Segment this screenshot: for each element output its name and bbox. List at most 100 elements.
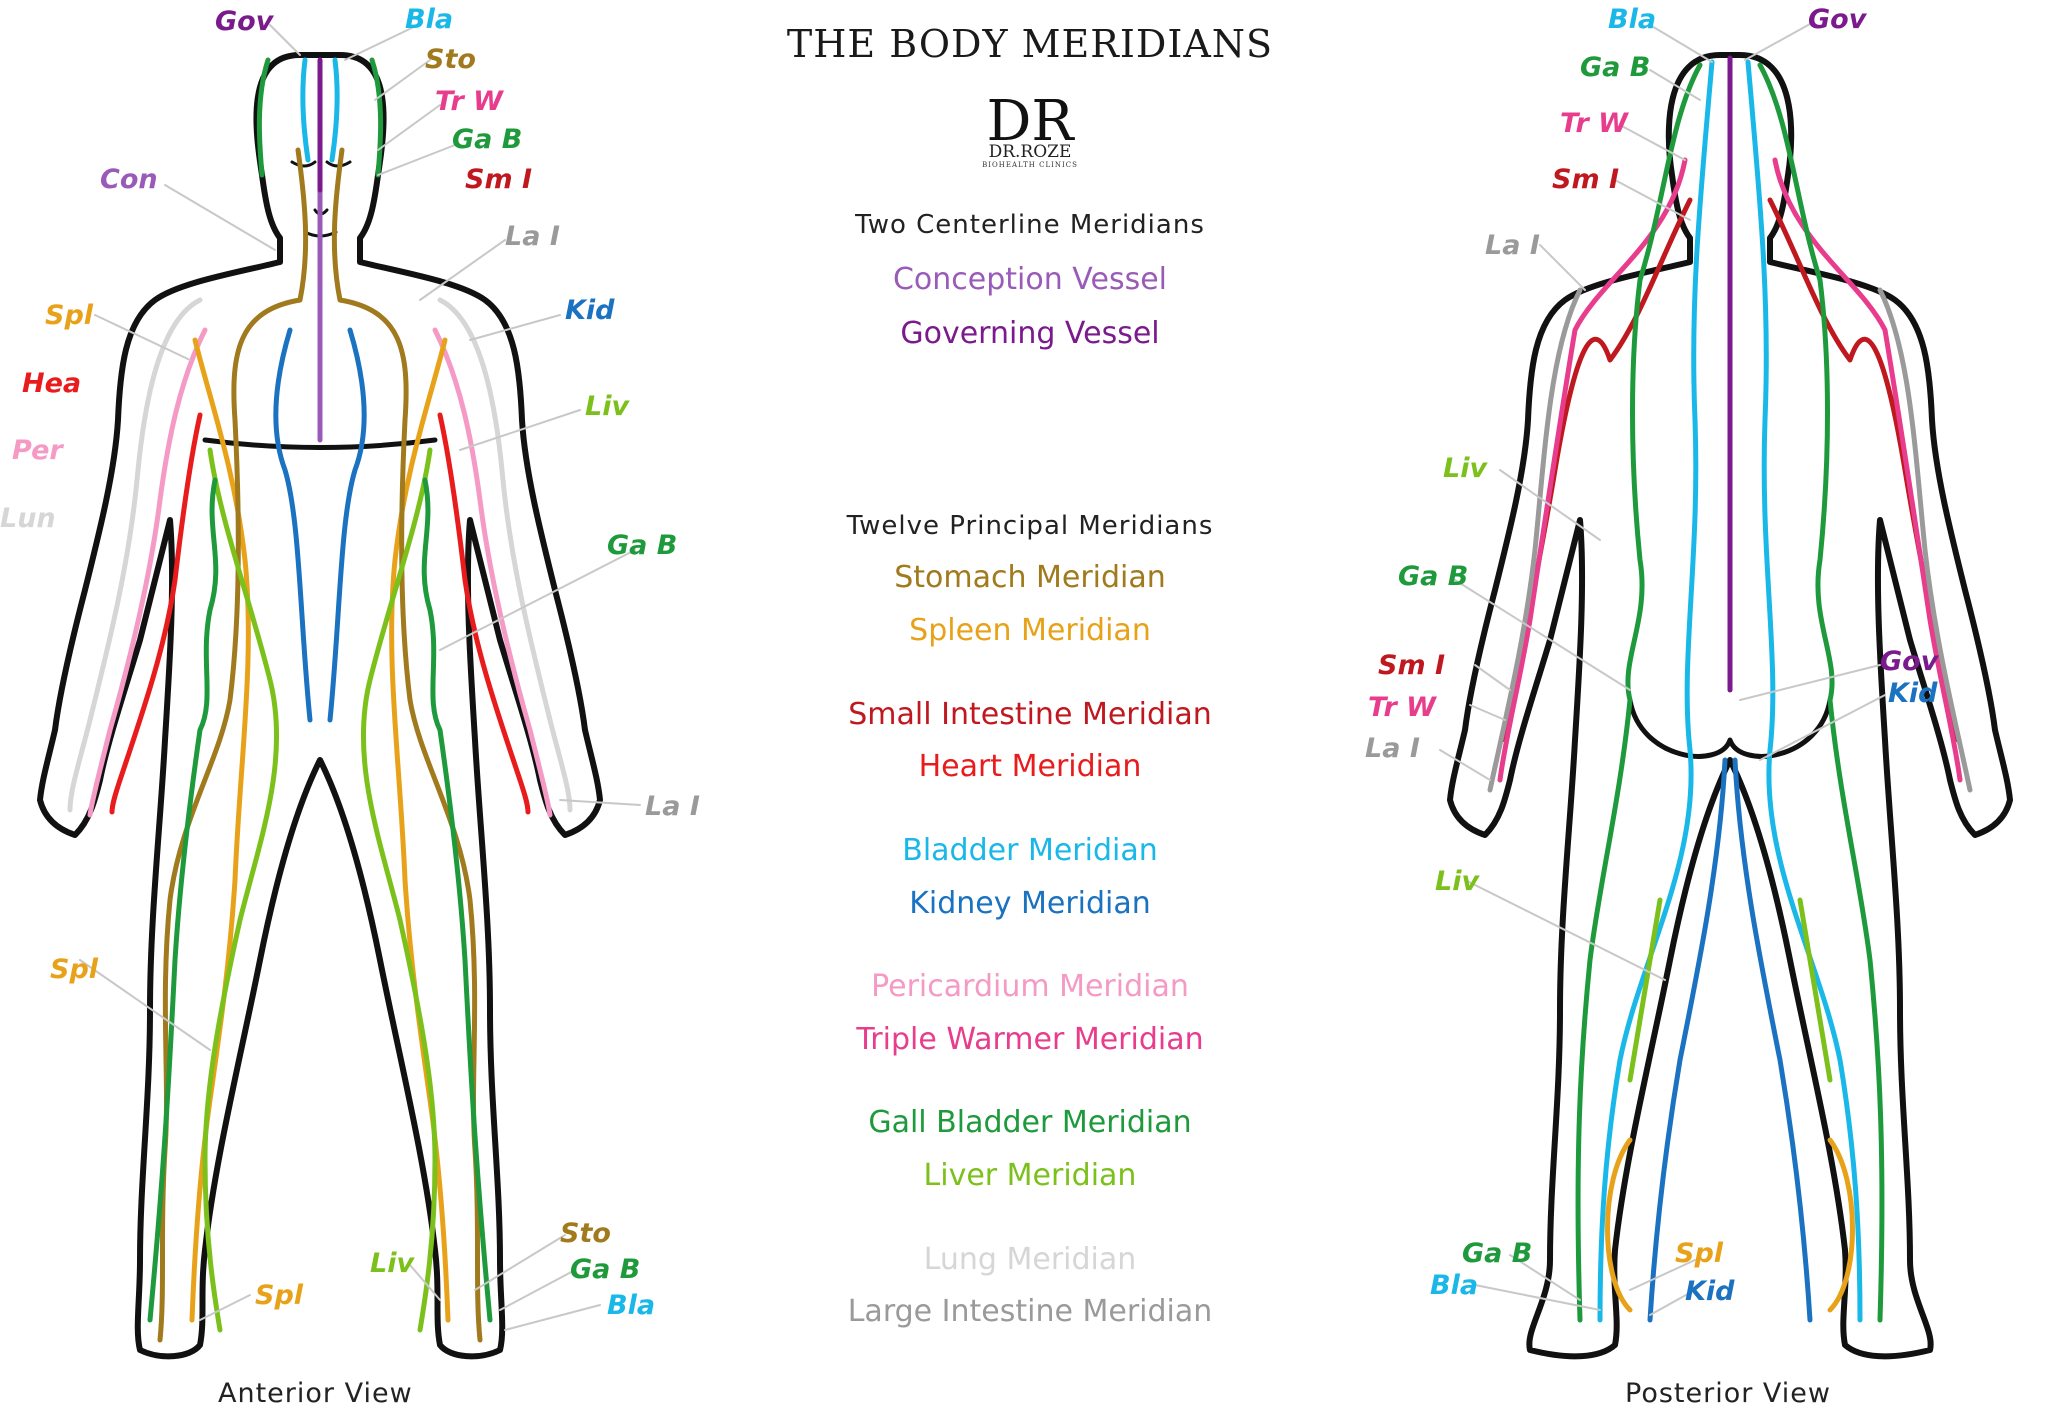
legend-item-gall-bladder: Gall Bladder Meridian: [868, 1105, 1192, 1140]
anterior-label-bla: Bla: [405, 4, 454, 35]
posterior-caption: Posterior View: [1625, 1378, 1831, 1409]
posterior-label-spl: Spl: [1675, 1238, 1724, 1269]
logo-monogram-icon: DR: [986, 89, 1075, 154]
anterior-bladder-line-right: [329, 57, 340, 163]
posterior-label-lai-2: La I: [1365, 733, 1420, 764]
anterior-body-outline: [37, 52, 603, 1360]
anterior-label-spl: Spl: [45, 300, 94, 331]
posterior-body-outline: [1447, 52, 2013, 1360]
posterior-label-liv-2: Liv: [1435, 866, 1480, 897]
legend-item-lung: Lung Meridian: [923, 1242, 1137, 1277]
anterior-gallbladder-line-right: [369, 57, 493, 1323]
posterior-smallintestine-line: [1502, 197, 1693, 743]
anterior-label-lai: La I: [505, 221, 560, 252]
anterior-gallbladder-line: [147, 57, 271, 1323]
anterior-kidney-line: [273, 327, 313, 723]
anterior-label-liv: Liv: [585, 391, 630, 422]
anterior-caption: Anterior View: [218, 1378, 413, 1409]
anterior-stomach-line-right: [331, 147, 483, 1343]
posterior-gallbladder-line: [1575, 62, 1703, 1323]
posterior-label-smi: Sm I: [1552, 164, 1620, 195]
anterior-lung-line: [67, 297, 203, 813]
legend-item-large-intestine: Large Intestine Meridian: [847, 1294, 1213, 1329]
posterior-label-gov-2: Gov: [1880, 646, 1939, 677]
anterior-label-liv-2: Liv: [370, 1248, 415, 1279]
legend-item-bladder: Bladder Meridian: [902, 833, 1158, 868]
posterior-triplewarmer-line-right: [1772, 157, 1963, 783]
logo-subtitle: BIOHEALTH CLINICS: [982, 161, 1078, 169]
posterior-label-bla: Bla: [1608, 4, 1657, 35]
posterior-triplewarmer-line: [1497, 157, 1688, 783]
anterior-label-gab: Ga B: [452, 124, 523, 155]
legend-item-kidney: Kidney Meridian: [909, 886, 1151, 921]
anterior-label-per: Per: [12, 435, 63, 466]
legend-item-pericardium: Pericardium Meridian: [871, 969, 1189, 1004]
posterior-liver-line: [1627, 897, 1663, 1083]
posterior-kidney-line: [1647, 757, 1728, 1323]
legend-item-spleen: Spleen Meridian: [909, 613, 1151, 648]
anterior-pericardium-line-right: [432, 327, 553, 818]
legend-item-triple-warmer: Triple Warmer Meridian: [856, 1022, 1204, 1057]
anterior-label-smi: Sm I: [465, 164, 533, 195]
anterior-liver-line: [202, 447, 280, 1333]
anterior-bladder-line: [300, 57, 311, 163]
anterior-label-spl-2: Spl: [50, 954, 99, 985]
posterior-largeintestine-line: [1487, 287, 1583, 793]
anterior-figure: [37, 52, 603, 1360]
posterior-largeintestine-line-right: [1877, 287, 1973, 793]
anterior-stomach-line: [157, 147, 309, 1343]
posterior-label-gab-2: Ga B: [1398, 561, 1469, 592]
anterior-pericardium-line: [87, 327, 208, 818]
legend-item-small-intestine: Small Intestine Meridian: [848, 697, 1212, 732]
posterior-label-gab-3: Ga B: [1462, 1238, 1533, 1269]
posterior-bladder-line: [1597, 59, 1715, 1323]
anterior-label-lai-2: La I: [645, 791, 700, 822]
posterior-liver-line-right: [1797, 897, 1833, 1083]
posterior-figure: [1447, 52, 2013, 1360]
posterior-label-gab: Ga B: [1580, 52, 1651, 83]
anterior-leader-lines: [79, 23, 641, 1331]
anterior-label-con: Con: [100, 164, 158, 195]
anterior-liver-line-right: [360, 447, 438, 1333]
anterior-label-sto-2: Sto: [560, 1218, 611, 1249]
posterior-label-kid-2: Kid: [1685, 1276, 1735, 1307]
anterior-kidney-line-right: [327, 327, 367, 723]
legend-item-heart: Heart Meridian: [918, 749, 1142, 784]
anterior-label-lun: Lun: [0, 503, 56, 534]
anterior-label-gab-3: Ga B: [570, 1254, 641, 1285]
posterior-spleen-line-right: [1827, 1137, 1855, 1313]
posterior-label-bla-2: Bla: [1430, 1270, 1479, 1301]
legend-item-governing: Governing Vessel: [900, 316, 1160, 351]
anterior-label-kid: Kid: [565, 295, 615, 326]
logo-name: DR.ROZE: [988, 142, 1072, 162]
posterior-label-gov: Gov: [1808, 4, 1867, 35]
anterior-label-sto: Sto: [425, 44, 476, 75]
anterior-heart-line-right: [437, 412, 531, 815]
anterior-lung-line-right: [437, 297, 573, 813]
page-title: THE BODY MERIDIANS: [786, 22, 1274, 66]
legend-item-liver: Liver Meridian: [923, 1158, 1137, 1193]
posterior-label-lai: La I: [1485, 230, 1540, 261]
posterior-spleen-line: [1605, 1137, 1633, 1313]
posterior-buttocks: [1627, 697, 1833, 759]
anterior-label-spl-3: Spl: [255, 1280, 304, 1311]
section-heading-principal: Twelve Principal Meridians: [846, 511, 1214, 541]
posterior-gallbladder-line-right: [1757, 62, 1885, 1323]
legend-item-stomach: Stomach Meridian: [894, 560, 1166, 595]
posterior-kidney-line-right: [1732, 757, 1813, 1323]
anterior-label-hea: Hea: [22, 368, 82, 399]
posterior-label-liv: Liv: [1443, 453, 1488, 484]
section-heading-centerline: Two Centerline Meridians: [855, 210, 1205, 240]
posterior-leader-lines: [1439, 23, 1886, 1316]
anterior-heart-line: [109, 412, 203, 815]
anterior-label-gab-2: Ga B: [607, 530, 678, 561]
posterior-label-trw: Tr W: [1560, 108, 1628, 139]
anterior-label-trw: Tr W: [435, 86, 503, 117]
anterior-label-bla-2: Bla: [607, 1290, 656, 1321]
posterior-label-kid: Kid: [1888, 678, 1938, 709]
posterior-bladder-line-right: [1745, 59, 1863, 1323]
posterior-label-trw-2: Tr W: [1368, 692, 1436, 723]
logo-monogram: DR: [986, 89, 1075, 154]
anterior-label-gov: Gov: [215, 6, 274, 37]
